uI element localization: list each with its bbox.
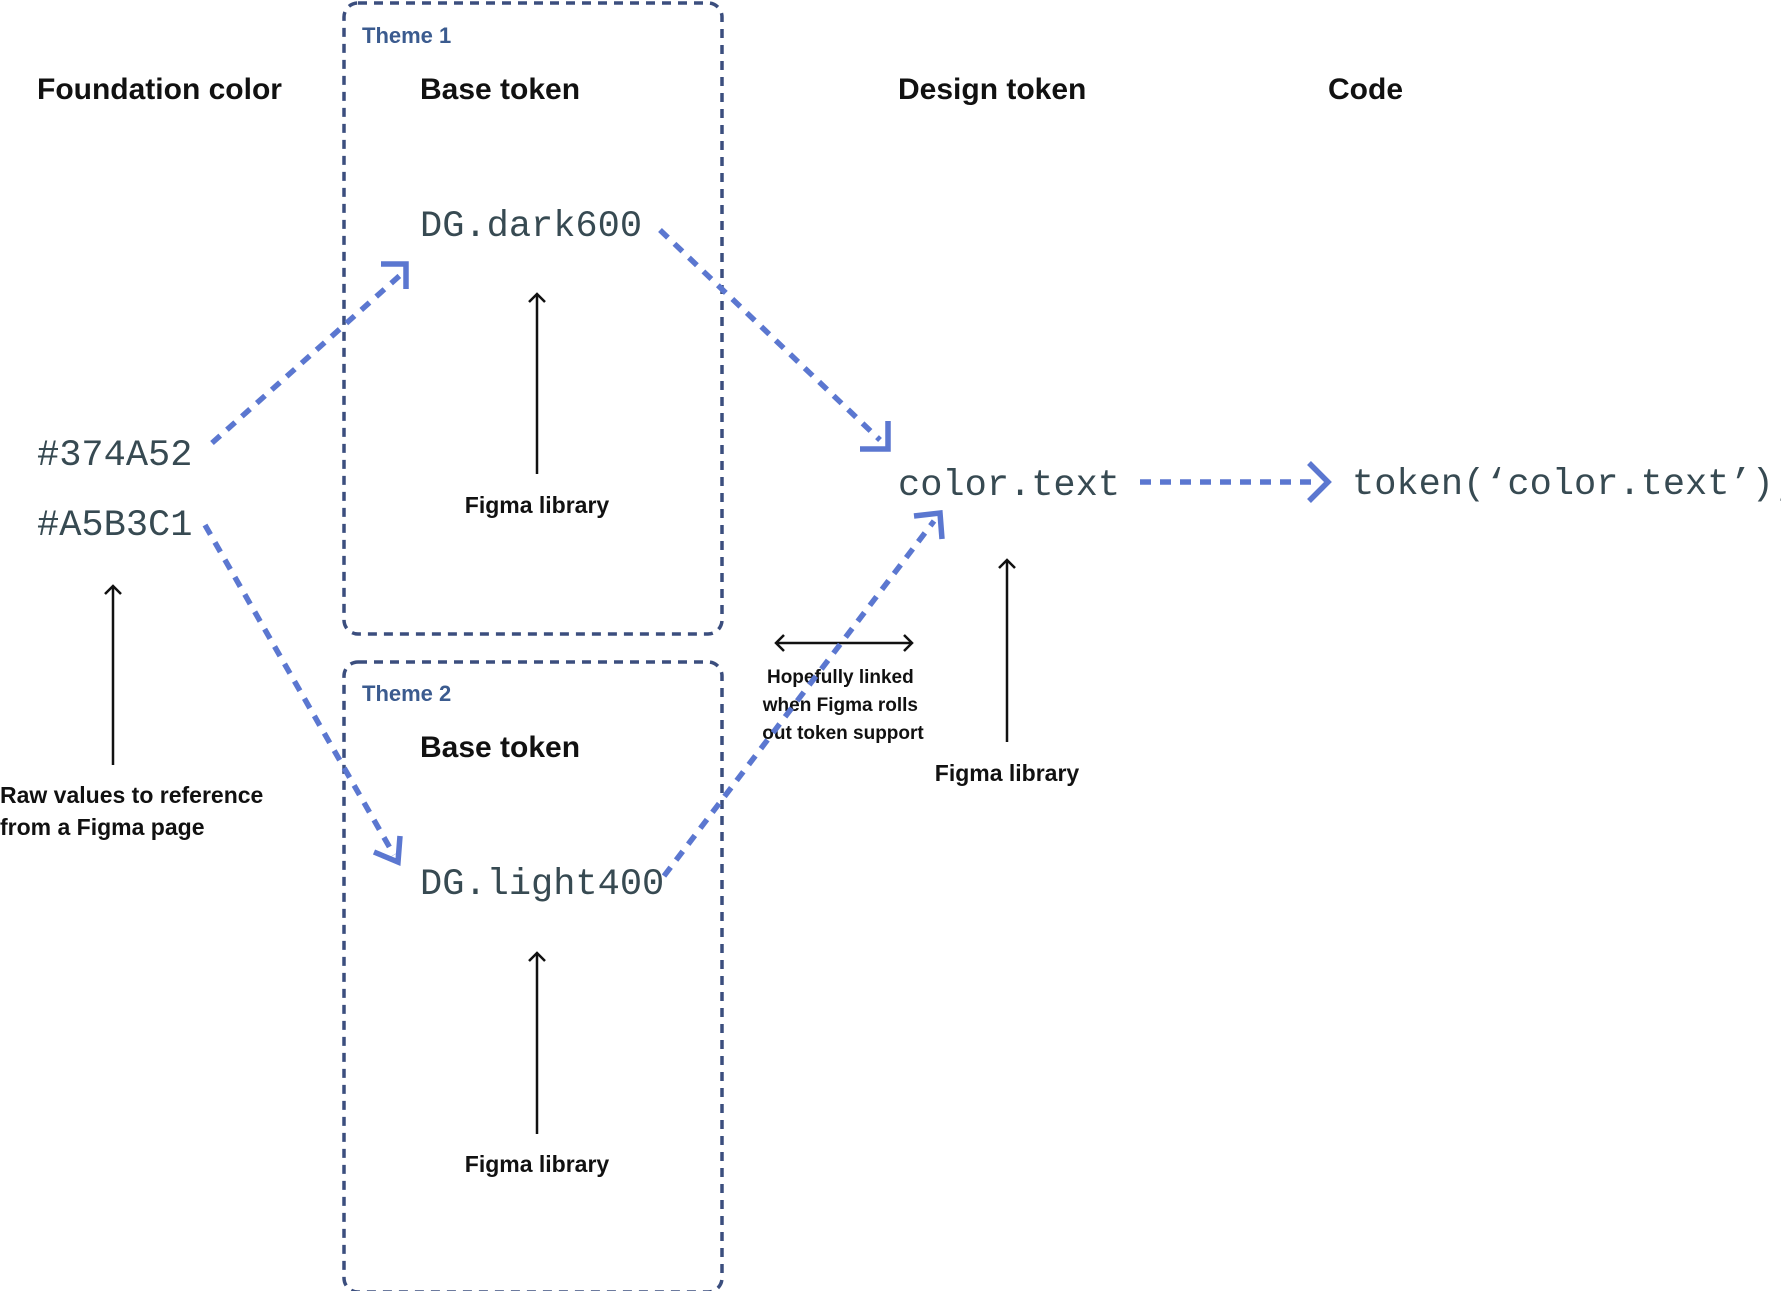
foundation-note: Raw values to reference from a Figma pag… xyxy=(0,782,270,840)
theme1-source-label: Figma library xyxy=(465,492,610,518)
code-heading: Code xyxy=(1328,73,1403,106)
flow-arrow-value2-to-light400 xyxy=(202,523,397,857)
link-note-line-3: out token support xyxy=(762,723,924,744)
foundation-heading: Foundation color xyxy=(37,73,282,106)
theme2-token: DG.light400 xyxy=(420,864,664,906)
flow-arrow-value1-to-dark600-head xyxy=(381,261,409,289)
link-note-line-1: Hopefully linked xyxy=(767,667,914,688)
design-token-heading: Design token xyxy=(898,73,1086,106)
theme1-token: DG.dark600 xyxy=(420,206,642,248)
flow-arrow-light400-to-color-text-head xyxy=(913,509,945,540)
theme2-box xyxy=(342,660,724,1291)
flow-arrow-dark600-to-color-text xyxy=(658,228,882,442)
link-note: Hopefully linked when Figma rolls out to… xyxy=(762,667,925,744)
flow-arrow-dark600-to-color-text-head xyxy=(860,421,891,452)
theme1-box xyxy=(342,1,724,636)
flow-arrow-value1-to-dark600 xyxy=(210,267,408,446)
foundation-note-line-1: Raw values to reference xyxy=(0,782,263,808)
foundation-value-1: #374A52 xyxy=(37,435,192,477)
flow-arrow-value2-to-light400-head xyxy=(372,835,403,867)
design-token-source-label: Figma library xyxy=(935,760,1080,786)
theme1-label: Theme 1 xyxy=(362,23,451,48)
theme2-label: Theme 2 xyxy=(362,681,451,706)
theme1-heading: Base token xyxy=(420,73,580,106)
code-snippet: token(‘color.text’); xyxy=(1352,464,1781,506)
theme2-heading: Base token xyxy=(420,731,580,764)
flow-arrow-color-text-to-code-head xyxy=(1307,461,1332,503)
flow-arrow-light400-to-color-text xyxy=(661,519,937,878)
foundation-note-line-2: from a Figma page xyxy=(0,814,204,840)
design-token-name: color.text xyxy=(898,465,1120,507)
foundation-value-2: #A5B3C1 xyxy=(37,505,192,547)
theme2-source-label: Figma library xyxy=(465,1151,610,1177)
